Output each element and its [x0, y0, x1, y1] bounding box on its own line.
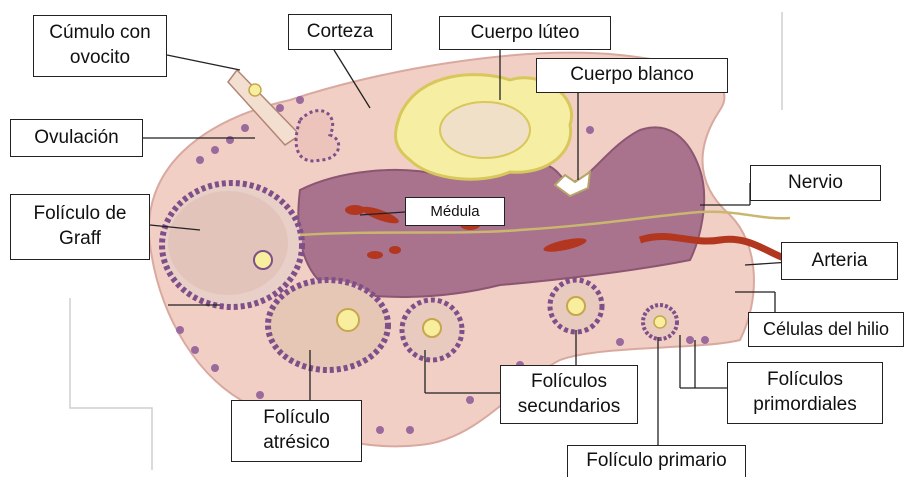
label-arteria: Arteria	[781, 242, 898, 280]
primary-follicle-shape	[643, 305, 677, 339]
label-cumulo-con-ovocito: Cúmulo con ovocito	[33, 15, 167, 77]
label-nervio: Nervio	[750, 165, 881, 201]
label-foliculo-primario: Folículo primario	[567, 445, 746, 477]
label-foliculo-de-graff: Folículo de Graff	[10, 194, 150, 260]
graff-follicle-shape	[162, 183, 302, 307]
label-ovulacion: Ovulación	[10, 119, 143, 157]
label-medula: Médula	[405, 197, 505, 226]
label-cuerpo-luteo: Cuerpo lúteo	[439, 16, 611, 50]
label-corteza: Corteza	[288, 14, 392, 50]
atretic-follicle-shape	[268, 280, 388, 370]
label-celulas-del-hilio: Células del hilio	[748, 312, 904, 347]
label-foliculo-atresico: Folículo atrésico	[231, 400, 362, 462]
label-foliculos-secundarios: Folículos secundarios	[500, 365, 638, 424]
label-cuerpo-blanco: Cuerpo blanco	[536, 58, 728, 93]
label-foliculos-primordiales: Folículos primordiales	[727, 362, 883, 424]
